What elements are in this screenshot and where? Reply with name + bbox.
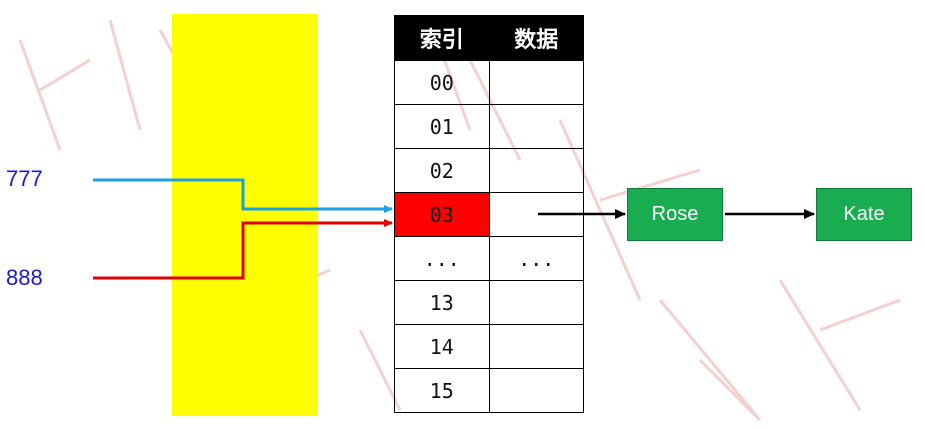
- index-cell-highlighted: 03: [394, 192, 490, 237]
- table-row: 00: [394, 60, 584, 105]
- data-cell: ...: [488, 236, 584, 281]
- key-888-label: 888: [6, 265, 43, 290]
- table-row: 14: [394, 324, 584, 369]
- table-row-ellipsis: ... ...: [394, 236, 584, 281]
- index-cell: 15: [394, 368, 490, 413]
- index-cell: 02: [394, 148, 490, 193]
- data-column-header: 数据: [488, 15, 584, 61]
- table-row: 02: [394, 148, 584, 193]
- table-row: 13: [394, 280, 584, 325]
- index-cell: 14: [394, 324, 490, 369]
- key-888-path: [93, 219, 393, 280]
- chain-node-rose: Rose: [627, 188, 723, 241]
- table-row: 01: [394, 104, 584, 149]
- data-cell: [488, 60, 584, 105]
- data-cell: [488, 280, 584, 325]
- data-cell: [488, 148, 584, 193]
- table-header-row: 索引 数据: [394, 15, 584, 61]
- key-777-label: 777: [6, 166, 43, 191]
- key-777-path: [93, 178, 393, 213]
- data-cell: [488, 104, 584, 149]
- index-column-header: 索引: [394, 15, 490, 61]
- index-cell: 13: [394, 280, 490, 325]
- hash-table: 索引 数据 00 01 02 03 ... ... 13 14: [394, 15, 584, 413]
- index-cell: ...: [394, 236, 490, 281]
- data-cell: [488, 368, 584, 413]
- index-cell: 01: [394, 104, 490, 149]
- data-cell: [488, 324, 584, 369]
- chain-node-kate: Kate: [816, 188, 912, 241]
- table-row: 15: [394, 368, 584, 413]
- hash-function-box: [172, 14, 318, 416]
- table-row-highlighted: 03: [394, 192, 584, 237]
- index-cell: 00: [394, 60, 490, 105]
